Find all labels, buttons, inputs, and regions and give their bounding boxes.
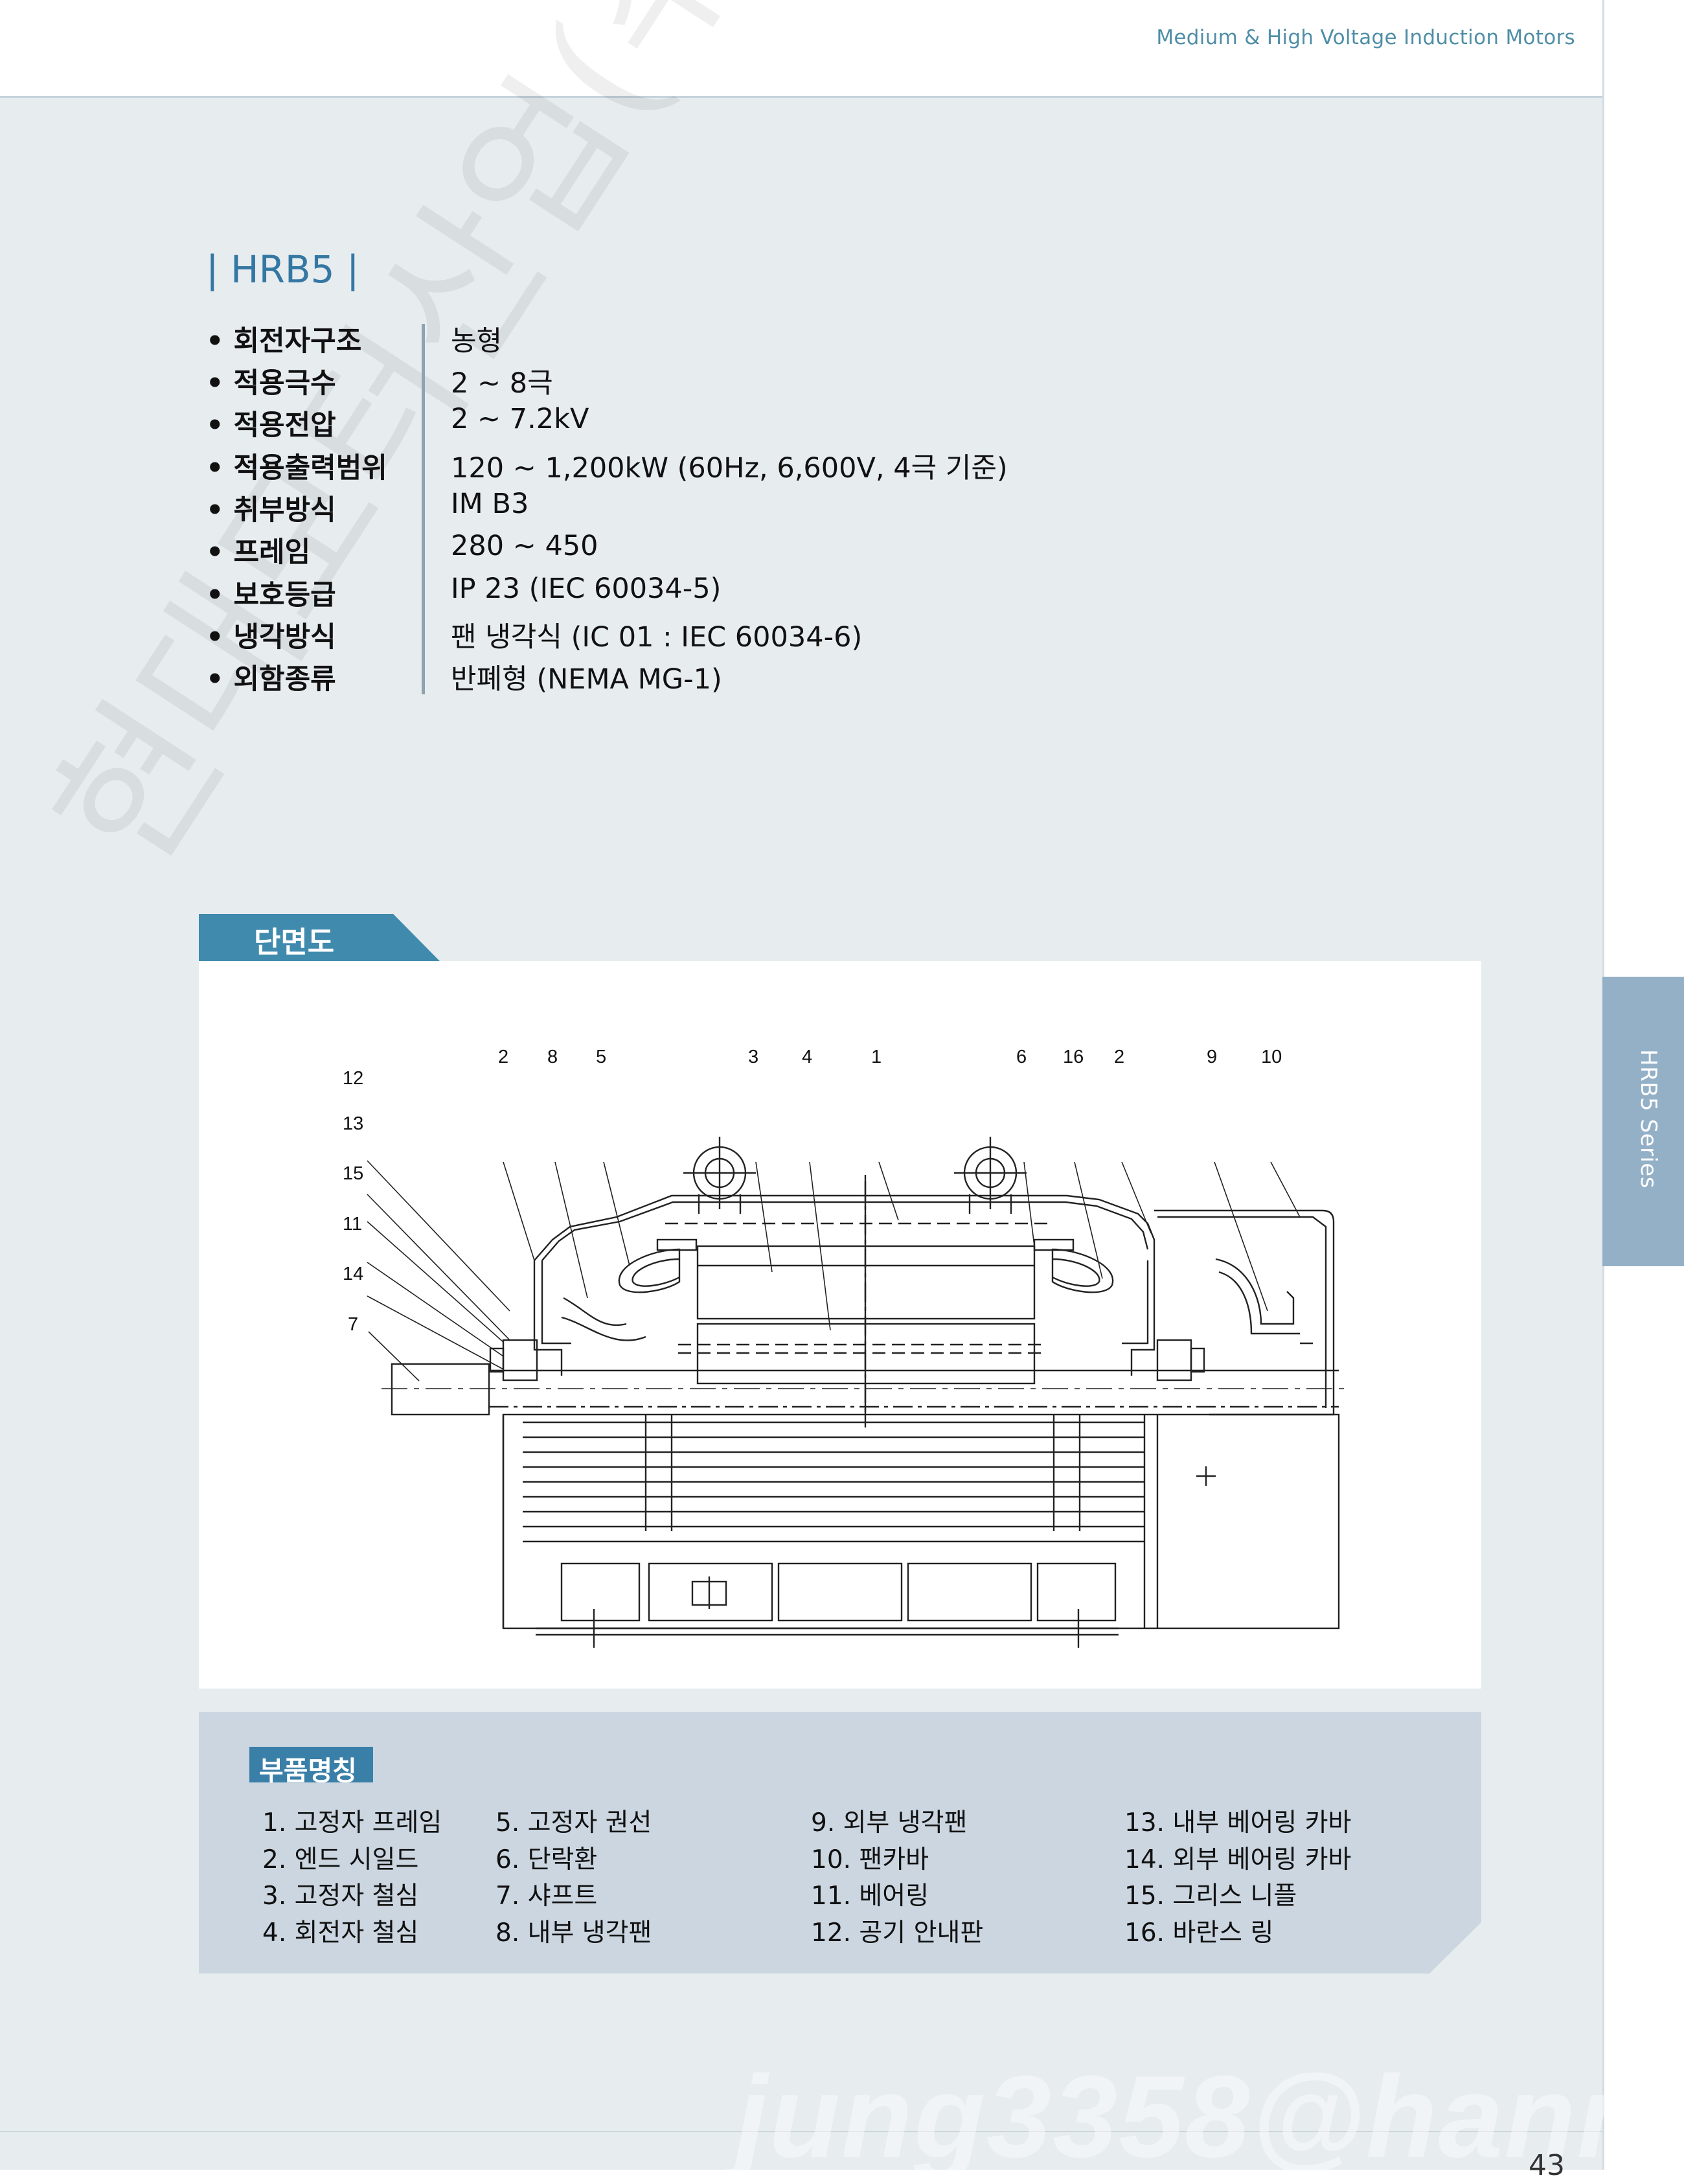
spec-label: • 회전자구조 bbox=[206, 325, 362, 358]
cross-section-panel: 2 8 5 3 4 1 6 16 2 9 10 12 13 15 11 14 7 bbox=[199, 961, 1481, 1689]
spec-value: 팬 냉각식 (IC 01 : IEC 60034-6) bbox=[451, 621, 863, 654]
callout-label: 16 bbox=[1063, 1047, 1084, 1067]
bearing-right bbox=[1156, 1339, 1192, 1382]
header-divider bbox=[0, 96, 1602, 98]
lifting-eye bbox=[954, 1137, 1027, 1214]
callout-label: 5 bbox=[596, 1047, 606, 1067]
bearing-left bbox=[502, 1339, 538, 1382]
side-tab[interactable] bbox=[1602, 977, 1684, 1266]
spec-value: IP 23 (IEC 60034-5) bbox=[451, 573, 722, 605]
spec-value: 2 ~ 7.2kV bbox=[451, 403, 589, 435]
side-tab-label: HRB5 Series bbox=[1635, 1049, 1661, 1189]
spec-label: • 적용전압 bbox=[206, 409, 336, 442]
parts-title-box bbox=[249, 1747, 373, 1782]
page-number: 43 bbox=[1529, 2149, 1565, 2182]
external-fan bbox=[1215, 1258, 1295, 1325]
part-item: 13. 내부 베어링 카바 bbox=[1124, 1808, 1352, 1837]
callout-labels: 2 8 5 3 4 1 6 16 2 9 10 12 13 15 11 14 7 bbox=[343, 1047, 1282, 1335]
part-item: 6. 단락환 bbox=[495, 1845, 598, 1874]
callout-label: 6 bbox=[1016, 1047, 1027, 1067]
callout-label: 1 bbox=[871, 1047, 882, 1067]
callout-label: 14 bbox=[343, 1264, 363, 1284]
callout-label: 9 bbox=[1207, 1047, 1217, 1067]
spec-value: 2 ~ 8극 bbox=[451, 367, 553, 400]
part-item: 4. 회전자 철심 bbox=[262, 1918, 419, 1948]
callout-label: 12 bbox=[343, 1068, 363, 1089]
callout-label: 2 bbox=[498, 1047, 508, 1067]
part-item: 3. 고정자 철심 bbox=[262, 1882, 419, 1911]
part-item: 8. 내부 냉각팬 bbox=[495, 1918, 652, 1948]
part-item: 9. 외부 냉각팬 bbox=[811, 1808, 968, 1837]
part-item: 16. 바란스 링 bbox=[1124, 1918, 1274, 1948]
part-item: 5. 고정자 권선 bbox=[495, 1808, 652, 1837]
part-item: 10. 팬카바 bbox=[811, 1845, 929, 1874]
stator-core bbox=[696, 1245, 1036, 1320]
callout-label: 4 bbox=[802, 1047, 812, 1067]
callout-label: 3 bbox=[748, 1047, 758, 1067]
part-item: 15. 그리스 니플 bbox=[1124, 1882, 1297, 1911]
spec-value: 280 ~ 450 bbox=[451, 530, 598, 562]
motor-cross-section-drawing: 2 8 5 3 4 1 6 16 2 9 10 12 13 15 11 14 7 bbox=[343, 1047, 1345, 1648]
lifting-eye bbox=[683, 1137, 756, 1214]
parts-panel bbox=[199, 1712, 1481, 1974]
spec-label: • 외함종류 bbox=[206, 663, 336, 696]
spec-value: 120 ~ 1,200kW (60Hz, 6,600V, 4극 기준) bbox=[451, 452, 1008, 484]
spec-label: • 적용출력범위 bbox=[206, 452, 387, 484]
model-title: | HRB5 | bbox=[206, 247, 359, 291]
callout-label: 8 bbox=[547, 1047, 558, 1067]
spec-label: • 취부방식 bbox=[206, 494, 336, 527]
rotor-core bbox=[696, 1323, 1036, 1385]
part-item: 12. 공기 안내판 bbox=[811, 1918, 984, 1948]
parts-title: 부품명칭 bbox=[259, 1755, 357, 1786]
fan-cover bbox=[1154, 1209, 1335, 1416]
frame-body bbox=[502, 1413, 1340, 1630]
part-item: 11. 베어링 bbox=[811, 1882, 929, 1911]
spec-value: 농형 bbox=[451, 325, 503, 358]
shaft bbox=[391, 1363, 490, 1416]
spec-value: 반폐형 (NEMA MG-1) bbox=[451, 663, 722, 696]
callout-label: 2 bbox=[1114, 1047, 1124, 1067]
callout-label: 7 bbox=[348, 1314, 358, 1335]
spec-value: IM B3 bbox=[451, 488, 529, 520]
callout-label: 11 bbox=[343, 1214, 362, 1234]
section-title: 단면도 bbox=[254, 925, 335, 959]
spec-label: • 프레임 bbox=[206, 536, 311, 569]
section-tab bbox=[199, 914, 440, 961]
callout-label: 13 bbox=[343, 1113, 363, 1134]
spec-label: • 적용극수 bbox=[206, 367, 336, 400]
part-item: 14. 외부 베어링 카바 bbox=[1124, 1845, 1352, 1874]
spec-label: • 보호등급 bbox=[206, 579, 336, 611]
header-title: Medium & High Voltage Induction Motors bbox=[1156, 26, 1575, 49]
spec-label: • 냉각방식 bbox=[206, 621, 336, 654]
footer-bar bbox=[0, 2131, 1602, 2170]
callout-label: 15 bbox=[343, 1163, 363, 1184]
part-item: 7. 샤프트 bbox=[495, 1882, 598, 1911]
watermark-email: jung3358@hanmail.net bbox=[735, 2052, 1684, 2182]
page-header bbox=[0, 0, 1602, 96]
spec-divider bbox=[422, 324, 425, 694]
part-item: 1. 고정자 프레임 bbox=[262, 1808, 442, 1837]
frame-top bbox=[534, 1194, 1155, 1261]
callout-label: 10 bbox=[1261, 1047, 1282, 1067]
part-item: 2. 엔드 시일드 bbox=[262, 1845, 419, 1874]
